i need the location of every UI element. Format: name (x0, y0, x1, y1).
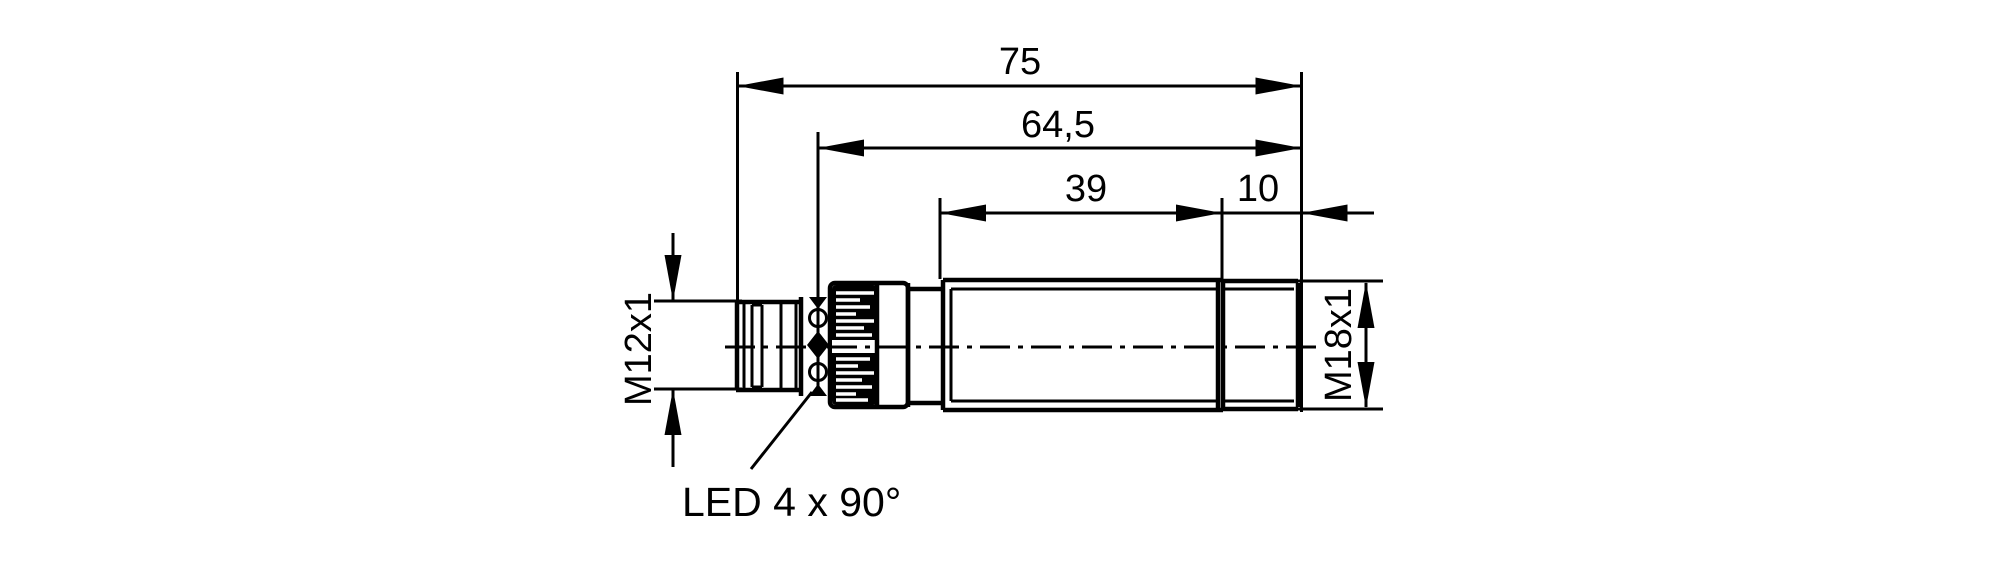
dimension-thread-length: 10 (1222, 168, 1374, 222)
arrowhead-up (664, 389, 682, 435)
arrowhead-down (664, 255, 682, 301)
led-annotation: LED 4 x 90° (682, 391, 901, 525)
dimension-value-m18x1: M18x1 (1318, 288, 1360, 402)
m18-thread-section (1223, 278, 1301, 412)
dimension-value-m12x1: M12x1 (618, 292, 660, 406)
arrowhead-left-pointing (1301, 204, 1348, 222)
dimension-connector-thread: M12x1 (618, 233, 742, 467)
neck-section (908, 286, 943, 406)
leader-line (749, 391, 814, 470)
arrowhead-left (818, 139, 864, 157)
led-lower-circle (808, 362, 828, 382)
led-upper-circle (808, 308, 828, 328)
sensor-housing-body (940, 277, 1226, 413)
arrowhead-up (1357, 282, 1375, 328)
led-top-marker (809, 297, 827, 309)
dimension-value-10: 10 (1237, 168, 1279, 210)
arrowhead-right (1176, 204, 1222, 222)
dimension-housing-length: 64,5 (818, 104, 1302, 157)
arrowhead-right (1255, 77, 1302, 95)
dimension-housing-thread: M18x1 (1298, 279, 1383, 411)
dimension-overall-length: 75 (737, 41, 1302, 95)
arrowhead-down (1357, 362, 1375, 408)
arrowhead-right (1255, 139, 1302, 157)
arrowhead-left (940, 204, 986, 222)
arrowhead-left (737, 77, 784, 95)
knurled-coupling-nut (827, 280, 911, 410)
dimension-body-length: 39 (940, 168, 1222, 222)
dimension-value-64-5: 64,5 (1021, 104, 1095, 146)
dimension-value-39: 39 (1065, 168, 1107, 210)
dimension-value-75: 75 (999, 41, 1041, 83)
led-bottom-marker (809, 384, 827, 396)
led-label: LED 4 x 90° (682, 479, 901, 525)
led-center-diamond (807, 331, 829, 359)
knurl-texture-lines (836, 291, 874, 402)
